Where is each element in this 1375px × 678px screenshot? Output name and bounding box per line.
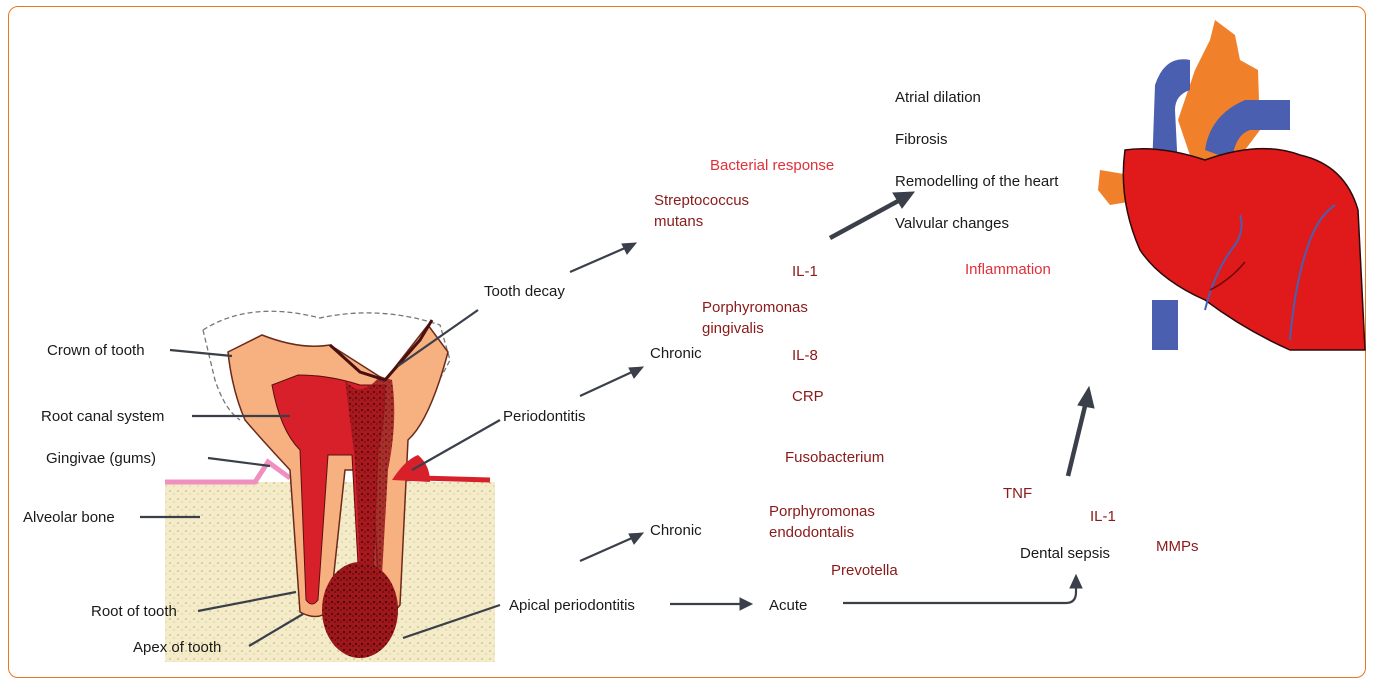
gum-line	[165, 462, 290, 482]
apical-abscess	[322, 562, 398, 658]
label-tooth-decay: Tooth decay	[484, 281, 565, 302]
label-chronic-upper: Chronic	[650, 343, 702, 364]
label-crown-of-tooth: Crown of tooth	[47, 340, 145, 361]
heart-effect-item: Valvular changes	[895, 213, 1058, 234]
heart-effects-list: Atrial dilation Fibrosis Remodelling of …	[895, 66, 1058, 255]
heart-ivc	[1152, 300, 1178, 350]
label-periodontitis: Periodontitis	[503, 406, 586, 427]
heart-effect-item: Fibrosis	[895, 129, 1058, 150]
label-acute: Acute	[769, 595, 807, 616]
label-fusobacterium: Fusobacterium	[785, 447, 884, 468]
label-gingivae: Gingivae (gums)	[46, 448, 156, 469]
label-porphyromonas-gingivalis: Porphyromonas gingivalis	[702, 297, 808, 339]
label-bacterial-response: Bacterial response	[710, 155, 834, 176]
label-inflammation: Inflammation	[965, 259, 1051, 280]
label-tnf: TNF	[1003, 483, 1032, 504]
label-il1-lower: IL-1	[1090, 506, 1116, 527]
label-chronic-lower: Chronic	[650, 520, 702, 541]
label-mmps: MMPs	[1156, 536, 1199, 557]
label-crp: CRP	[792, 386, 824, 407]
label-il1-upper: IL-1	[792, 261, 818, 282]
label-dental-sepsis: Dental sepsis	[1020, 543, 1110, 564]
label-root-canal-system: Root canal system	[41, 406, 164, 427]
label-root-of-tooth: Root of tooth	[91, 601, 177, 622]
heart-effect-item: Remodelling of the heart	[895, 171, 1058, 192]
label-apex-of-tooth: Apex of tooth	[133, 637, 221, 658]
label-porphyromonas-endodontalis: Porphyromonas endodontalis	[769, 501, 875, 543]
heart-effect-item: Atrial dilation	[895, 87, 1058, 108]
label-apical-periodontitis: Apical periodontitis	[509, 595, 635, 616]
tooth-diagram-icon	[165, 311, 495, 662]
label-prevotella: Prevotella	[831, 560, 898, 581]
heart-icon	[1098, 20, 1365, 350]
label-il8: IL-8	[792, 345, 818, 366]
label-streptococcus-mutans: Streptococcus mutans	[654, 190, 749, 232]
label-alveolar-bone: Alveolar bone	[23, 507, 115, 528]
